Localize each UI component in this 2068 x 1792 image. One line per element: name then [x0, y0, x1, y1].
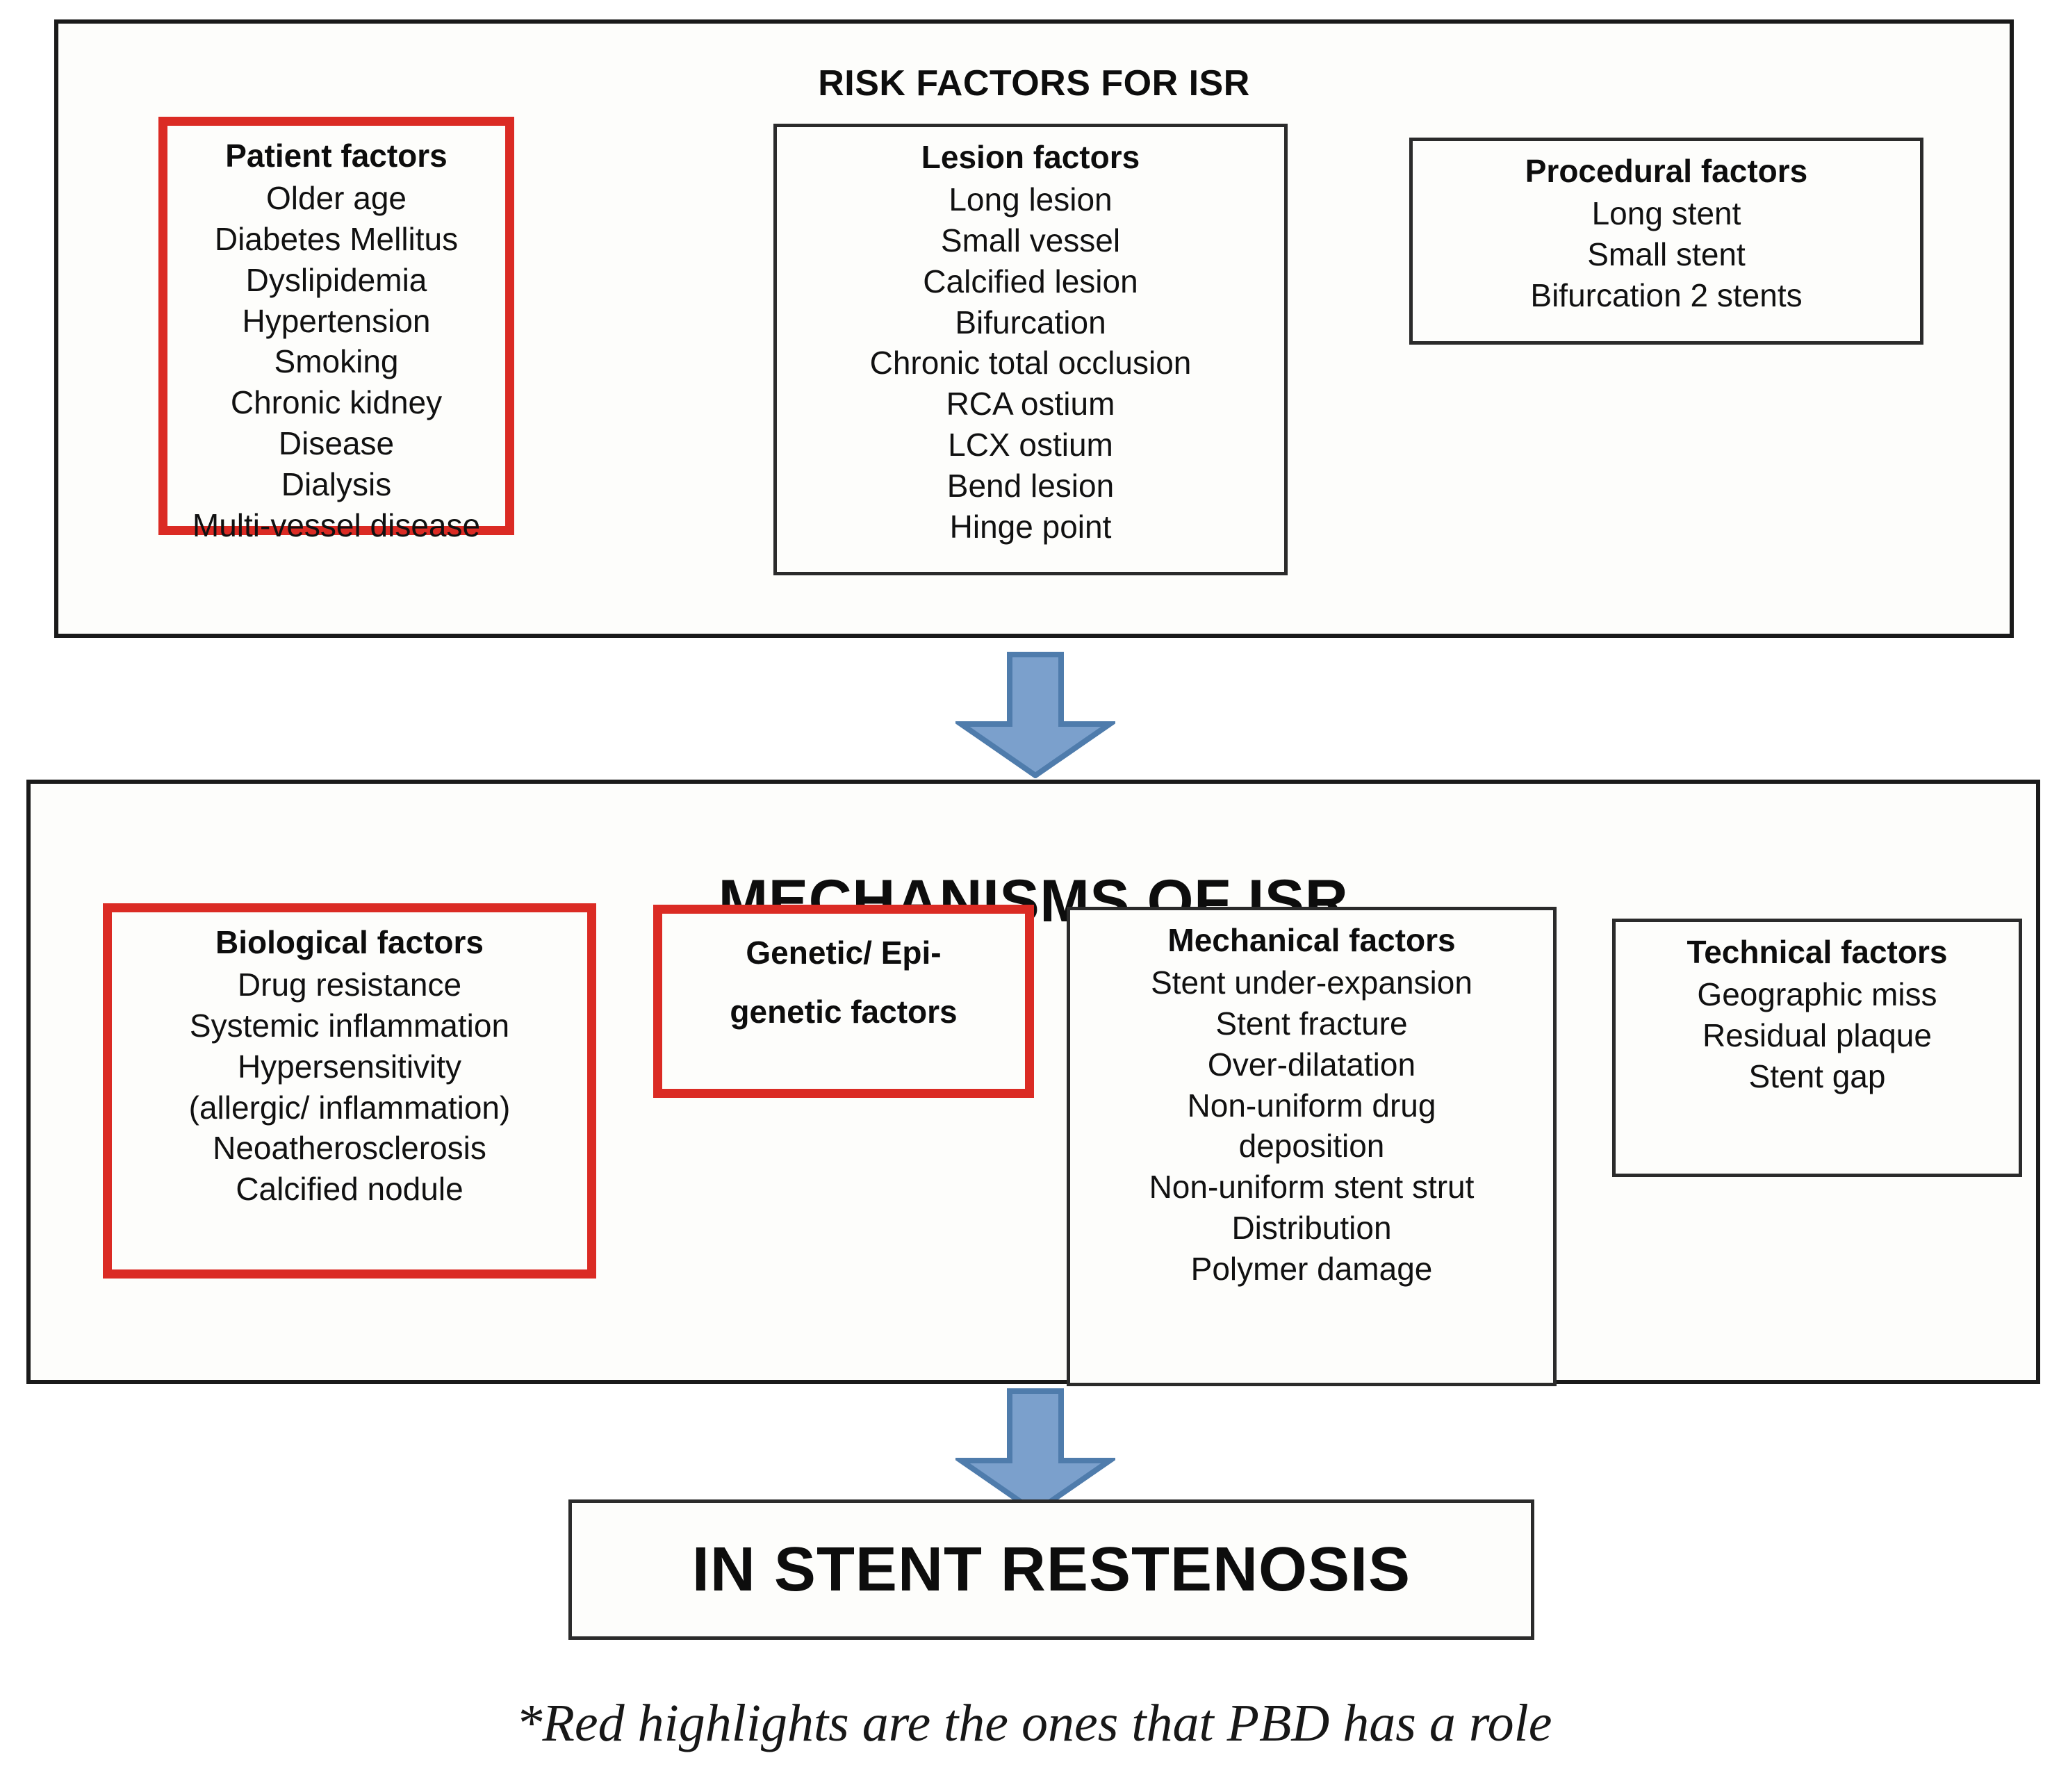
biological-factors-title: Biological factors — [215, 924, 484, 960]
lesion-factor-item: Bifurcation — [955, 304, 1106, 340]
technical-factor-item: Stent gap — [1748, 1058, 1886, 1094]
lesion-factor-item: LCX ostium — [948, 427, 1113, 463]
down-arrow-icon — [952, 1388, 1119, 1515]
biological-factor-item: Calcified nodule — [236, 1171, 463, 1208]
mechanical-factor-item: Polymer damage — [1190, 1251, 1433, 1287]
lesion-factor-item: Hinge point — [949, 508, 1112, 545]
mechanical-factors-box: Mechanical factors Stent under-expansion… — [1067, 907, 1557, 1386]
patient-factor-item: Chronic kidney Disease — [230, 384, 443, 462]
technical-factor-item: Geographic miss — [1697, 976, 1937, 1012]
mechanical-factor-item: deposition — [1238, 1128, 1385, 1165]
biological-factor-item: Systemic inflammation — [189, 1007, 510, 1044]
patient-factors-title: Patient factors — [225, 138, 448, 174]
lesion-factors-title: Lesion factors — [921, 139, 1140, 175]
patient-factors-box: Patient factors Older age Diabetes Melli… — [158, 117, 514, 543]
in-stent-restenosis-label: IN STENT RESTENOSIS — [691, 1534, 1411, 1604]
patient-factor-item: Older age — [265, 179, 407, 216]
biological-factor-item: Neoatherosclerosis — [213, 1130, 486, 1167]
procedural-factor-item: Small stent — [1587, 236, 1746, 272]
genetic-epigenetic-factors-title: Genetic/ Epi- genetic factors — [730, 935, 958, 1030]
procedural-factors-box: Procedural factors Long stent Small sten… — [1409, 138, 1923, 345]
biological-factor-item: Drug resistance — [237, 966, 462, 1003]
patient-factor-item: Smoking — [274, 343, 399, 380]
down-arrow-icon — [952, 652, 1119, 779]
mechanical-factor-item: Non-uniform drug — [1187, 1087, 1436, 1124]
genetic-epigenetic-factors-box: Genetic/ Epi- genetic factors — [653, 905, 1034, 1098]
patient-factor-item: Dyslipidemia — [245, 261, 427, 298]
lesion-factor-item: Small vessel — [940, 222, 1121, 258]
procedural-factors-title: Procedural factors — [1525, 153, 1808, 189]
lesion-factor-item: Bend lesion — [946, 468, 1115, 504]
lesion-factor-item: Long lesion — [949, 181, 1113, 217]
lesion-factor-item: Chronic total occlusion — [869, 345, 1192, 381]
technical-factors-box: Technical factors Geographic miss Residu… — [1612, 919, 2022, 1177]
biological-factor-item: (allergic/ inflammation) — [188, 1089, 511, 1126]
in-stent-restenosis-box: IN STENT RESTENOSIS — [568, 1499, 1534, 1640]
lesion-factors-box: Lesion factors Long lesion Small vessel … — [773, 124, 1288, 575]
technical-factor-item: Residual plaque — [1702, 1017, 1932, 1053]
lesion-factor-item: RCA ostium — [946, 386, 1115, 422]
lesion-factor-item: Calcified lesion — [923, 263, 1138, 299]
patient-factor-item: Diabetes Mellitus — [214, 220, 459, 257]
mechanical-factor-item: Stent under-expansion — [1151, 964, 1472, 1001]
patient-factor-item: Multi-vessel disease — [192, 507, 481, 543]
procedural-factor-item: Long stent — [1591, 195, 1741, 231]
procedural-factor-item: Bifurcation 2 stents — [1530, 277, 1803, 313]
biological-factors-box: Biological factors Drug resistance Syste… — [103, 903, 596, 1279]
mechanical-factor-item: Non-uniform stent strut — [1149, 1169, 1475, 1206]
technical-factors-title: Technical factors — [1687, 934, 1948, 970]
mechanical-factor-item: Over-dilatation — [1207, 1046, 1416, 1083]
patient-factor-item: Dialysis — [281, 466, 392, 502]
mechanical-factors-title: Mechanical factors — [1167, 922, 1456, 958]
footnote-text: *Red highlights are the ones that PBD ha… — [516, 1694, 1552, 1752]
mechanical-factor-item: Stent fracture — [1215, 1005, 1408, 1042]
biological-factor-item: Hypersensitivity — [237, 1048, 462, 1085]
mechanical-factor-item: Distribution — [1231, 1210, 1392, 1247]
risk-factors-title: RISK FACTORS FOR ISR — [818, 63, 1250, 104]
patient-factor-item: Hypertension — [242, 302, 431, 339]
